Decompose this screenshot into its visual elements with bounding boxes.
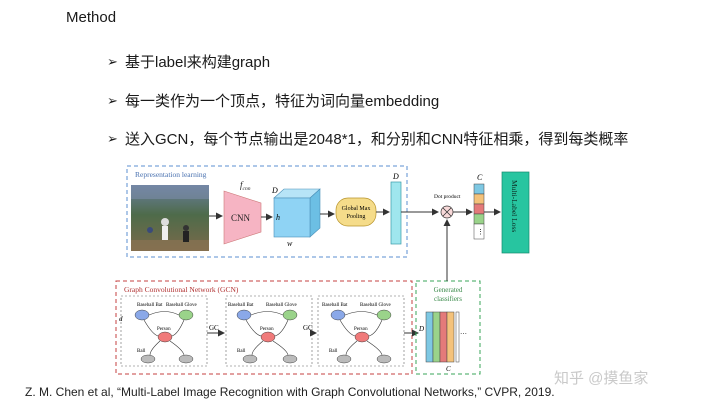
node-label: Baseball Bat bbox=[137, 303, 163, 308]
pool-label-1: Global Max bbox=[342, 206, 371, 212]
node-label: Baseball Bat bbox=[322, 303, 348, 308]
node-label: Ball bbox=[237, 349, 246, 354]
node-label: Baseball Glove bbox=[360, 303, 391, 308]
arrow-bullet-icon: ➢ bbox=[107, 53, 118, 69]
input-image bbox=[131, 185, 209, 251]
node-label: Baseball Bat bbox=[228, 303, 254, 308]
dim-w-label: w bbox=[287, 239, 293, 248]
generated-label-1: Generated bbox=[434, 286, 463, 294]
feature-vector bbox=[390, 181, 402, 245]
pool-label-2: Pooling bbox=[347, 214, 366, 220]
feature-map-cube bbox=[273, 188, 321, 238]
gen-c-label: C bbox=[446, 365, 451, 373]
graph-layer-1: Baseball Bat Baseball Glove Person Ball bbox=[120, 295, 208, 367]
svg-text:⋮: ⋮ bbox=[477, 228, 484, 236]
gcn-panel bbox=[115, 280, 413, 375]
bullet-item: ➢ 基于label来构建graph bbox=[107, 51, 270, 72]
dim-h-label: h bbox=[276, 213, 280, 222]
node-label: Baseball Glove bbox=[166, 303, 197, 308]
cnn-label: CNN bbox=[231, 213, 251, 223]
classifier-matrix: … bbox=[425, 311, 467, 363]
slide-title: Method bbox=[66, 9, 117, 26]
multi-label-loss-block bbox=[501, 171, 530, 254]
graph-layer-2: Baseball Bat Baseball Glove Person Ball bbox=[225, 295, 313, 367]
generated-classifiers-panel bbox=[415, 280, 481, 375]
bullet-text: 每一类作为一个顶点，特征为词向量embedding bbox=[125, 93, 440, 110]
bullet-text: 基于label来构建graph bbox=[125, 54, 271, 71]
node-label: Person bbox=[260, 327, 274, 332]
dot-product-label: Dot product bbox=[434, 194, 461, 200]
node-label: Ball bbox=[329, 349, 338, 354]
fcnn-label: fcnn bbox=[240, 180, 251, 192]
arrow-bullet-icon: ➢ bbox=[107, 92, 118, 108]
gc-label: GC bbox=[303, 324, 313, 332]
graph-layer-3: Baseball Bat Baseball Glove Person Ball bbox=[317, 295, 405, 367]
node-label: Baseball Glove bbox=[266, 303, 297, 308]
gc-label: GC bbox=[209, 324, 219, 332]
watermark: 知乎 @摸鱼家 bbox=[554, 370, 649, 387]
gen-d-label: D bbox=[418, 325, 424, 333]
dim-d-label: D bbox=[271, 186, 278, 195]
score-vector: ⋮ bbox=[473, 183, 485, 240]
generated-label-2: classifiers bbox=[434, 295, 462, 303]
multi-label-loss-label: Multi-Label Loss bbox=[510, 180, 519, 232]
cnn-block bbox=[223, 190, 262, 245]
d-label: d bbox=[119, 315, 123, 323]
node-label: Person bbox=[157, 327, 171, 332]
gcn-title: Graph Convolutional Network (GCN) bbox=[124, 285, 239, 294]
global-max-pooling-block bbox=[335, 197, 377, 227]
arrow-bullet-icon: ➢ bbox=[107, 130, 118, 146]
c-label: C bbox=[477, 173, 483, 182]
vector-d-label: D bbox=[392, 172, 399, 181]
representation-title: Representation learning bbox=[135, 170, 207, 179]
citation: Z. M. Chen et al, “Multi-Label Image Rec… bbox=[25, 385, 555, 399]
svg-text:…: … bbox=[460, 328, 467, 336]
node-label: Ball bbox=[137, 349, 146, 354]
bullet-item: ➢ 送入GCN，每个节点输出是2048*1，和分别和CNN特征相乘，得到每类概率 bbox=[107, 128, 628, 149]
bullet-text: 送入GCN，每个节点输出是2048*1，和分别和CNN特征相乘，得到每类概率 bbox=[125, 131, 629, 148]
node-label: Person bbox=[354, 327, 368, 332]
bullet-item: ➢ 每一类作为一个顶点，特征为词向量embedding bbox=[107, 90, 439, 111]
